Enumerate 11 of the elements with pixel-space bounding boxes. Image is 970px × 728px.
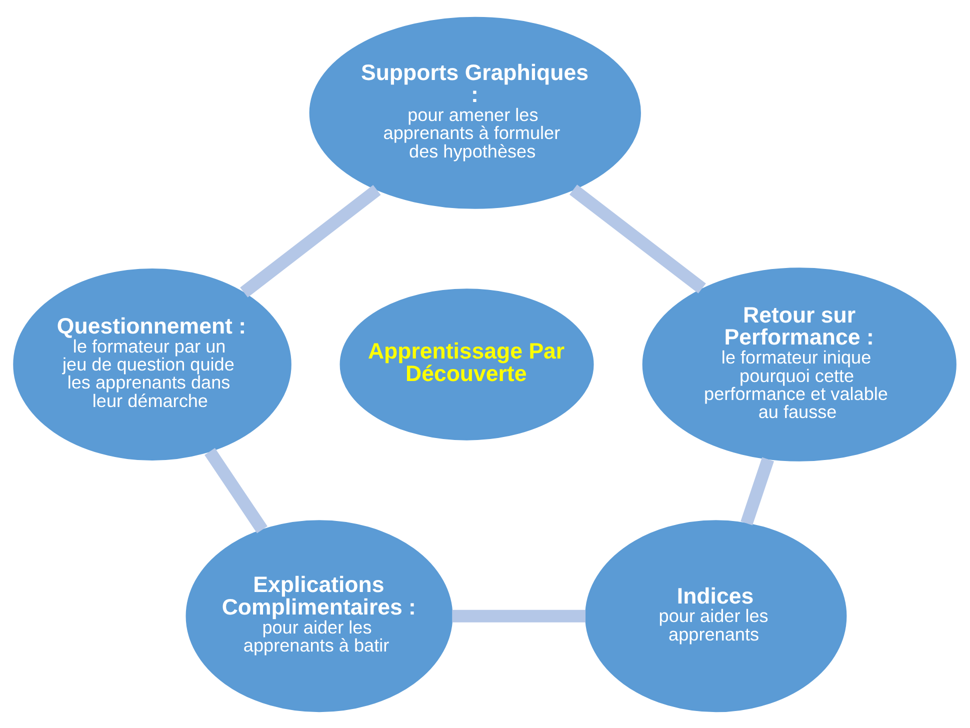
connector: [740, 456, 774, 525]
node-ellipse: Apprentissage Par Découverte: [340, 288, 594, 440]
connector: [452, 609, 586, 622]
node-ellipse: Explications Complimentaires : pour aider les apprenants à batir: [186, 520, 453, 712]
connector: [569, 184, 706, 293]
node-ellipse: Indices pour aider les apprenants: [585, 520, 847, 712]
node-ellipse: Supports Graphiques : pour amener les apprenants à formuler des hypothèses: [309, 16, 641, 208]
node-ellipse: Retour sur Performance : le formateur inique pourquoi cette performance et valable au fausse: [642, 267, 956, 461]
node-ellipse: Questionnement : le formateur par un jeu de question quide les apprenants dans leur démarche: [13, 268, 292, 460]
connector: [204, 448, 268, 533]
connector: [240, 184, 381, 297]
